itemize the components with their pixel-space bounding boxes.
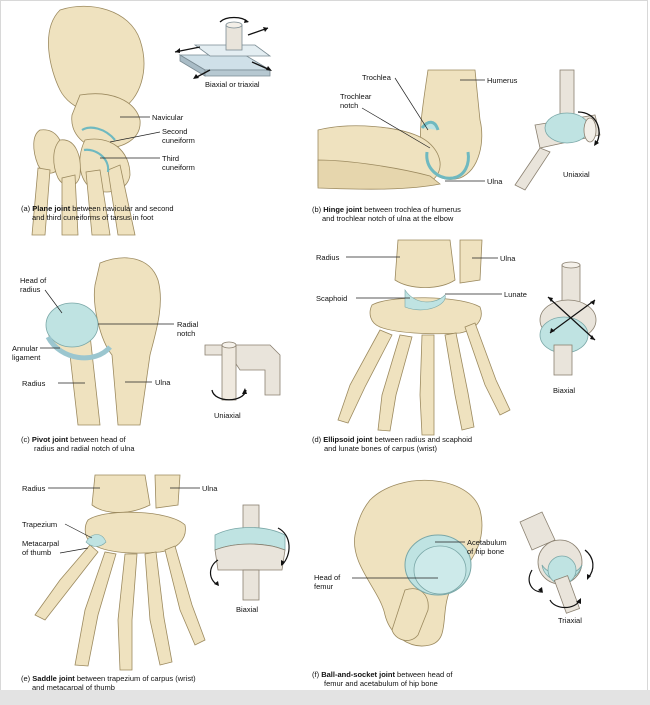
label-third-cuneiform: Third cuneiform bbox=[162, 154, 195, 172]
label-second-cuneiform: Second cuneiform bbox=[162, 127, 195, 145]
trochlear-notch-leader bbox=[361, 107, 431, 149]
trochlea-leader bbox=[394, 77, 429, 131]
label-radius: Radius bbox=[22, 484, 46, 493]
label-movement: Uniaxial bbox=[214, 411, 241, 420]
label-metacarpal: Metacarpal of thumb bbox=[22, 539, 60, 557]
panel-ball-and-socket-joint: Acetabulum of hip bone Head of femur Tri… bbox=[310, 470, 640, 695]
caption-a-line2: and third cuneiforms of tarsus in foot bbox=[32, 213, 154, 222]
label-ulna: Ulna bbox=[202, 484, 218, 493]
panel-ellipsoid-joint: Radius Ulna Scaphoid Lunate Biaxial (d) … bbox=[310, 235, 640, 460]
label-movement: Biaxial bbox=[236, 605, 259, 614]
panel-saddle-joint: Radius Ulna Trapezium Metacarpal of thum… bbox=[0, 470, 320, 695]
caption-b-line2: and trochlear notch of ulna at the elbow bbox=[322, 214, 454, 223]
plane-joint-model bbox=[174, 16, 272, 79]
caption-b: (b) Hinge joint between trochlea of hume… bbox=[312, 205, 461, 214]
label-trochlea: Trochlea bbox=[362, 73, 391, 82]
pivot-joint-model bbox=[204, 341, 281, 401]
label-movement: Biaxial or triaxial bbox=[205, 80, 260, 89]
label-movement: Uniaxial bbox=[563, 170, 590, 179]
label-trochlear-notch: Trochlear notch bbox=[340, 92, 372, 110]
label-trapezium: Trapezium bbox=[22, 520, 58, 529]
label-radius: Radius bbox=[316, 253, 340, 262]
caption-e: (e) Saddle joint between trapezium of ca… bbox=[21, 674, 196, 683]
caption-f: (f) Ball-and-socket joint between head o… bbox=[312, 670, 453, 679]
hip-illustration bbox=[352, 479, 594, 647]
label-ulna: Ulna bbox=[487, 177, 503, 186]
bottom-bar bbox=[0, 690, 650, 705]
wrist-illustration bbox=[337, 239, 597, 436]
label-movement: Biaxial bbox=[553, 386, 576, 395]
hinge-joint-model bbox=[514, 69, 601, 191]
label-ulna: Ulna bbox=[155, 378, 171, 387]
forearm-illustration bbox=[40, 257, 281, 426]
head-of-radius-leader bbox=[44, 289, 63, 314]
panel-pivot-joint: Head of radius Radial notch Annular liga… bbox=[0, 245, 320, 460]
panel-plane-joint: Navicular Second cuneiform Third cuneifo… bbox=[0, 0, 320, 236]
ball-and-socket-model bbox=[519, 511, 594, 614]
label-acetabulum: Acetabulum of hip bone bbox=[467, 538, 507, 556]
caption-d: (d) Ellipsoid joint between radius and s… bbox=[312, 435, 473, 444]
label-navicular: Navicular bbox=[152, 113, 184, 122]
caption-c-line2: radius and radial notch of ulna bbox=[34, 444, 135, 453]
label-head-of-femur: Head of femur bbox=[314, 573, 341, 591]
label-humerus: Humerus bbox=[487, 76, 518, 85]
trapezium-leader bbox=[64, 523, 93, 539]
hand-illustration bbox=[34, 474, 290, 671]
label-movement: Triaxial bbox=[558, 616, 582, 625]
saddle-joint-model bbox=[209, 504, 290, 601]
panel-hinge-joint: Trochlea Humerus Trochlear notch Ulna Un… bbox=[310, 60, 640, 235]
label-scaphoid: Scaphoid bbox=[316, 294, 348, 303]
label-lunate: Lunate bbox=[504, 290, 527, 299]
caption-f-line2: femur and acetabulum of hip bone bbox=[324, 679, 438, 688]
foot-bones-illustration bbox=[31, 5, 272, 236]
ellipsoid-joint-model bbox=[539, 261, 597, 376]
caption-c: (c) Pivot joint between head of bbox=[21, 435, 126, 444]
caption-d-line2: and lunate bones of carpus (wrist) bbox=[324, 444, 437, 453]
elbow-illustration bbox=[317, 69, 601, 191]
caption-e-line2: and metacarpal of thumb bbox=[32, 683, 115, 692]
label-ulna: Ulna bbox=[500, 254, 516, 263]
metacarpal-leader bbox=[59, 547, 89, 554]
second-cuneiform-leader bbox=[109, 131, 161, 143]
label-head-of-radius: Head of radius bbox=[20, 276, 47, 294]
label-annular-ligament: Annular ligament bbox=[12, 344, 41, 362]
label-radius: Radius bbox=[22, 379, 46, 388]
label-radial-notch: Radial notch bbox=[177, 320, 199, 338]
caption-a: (a) Plane joint between navicular and se… bbox=[21, 204, 174, 213]
